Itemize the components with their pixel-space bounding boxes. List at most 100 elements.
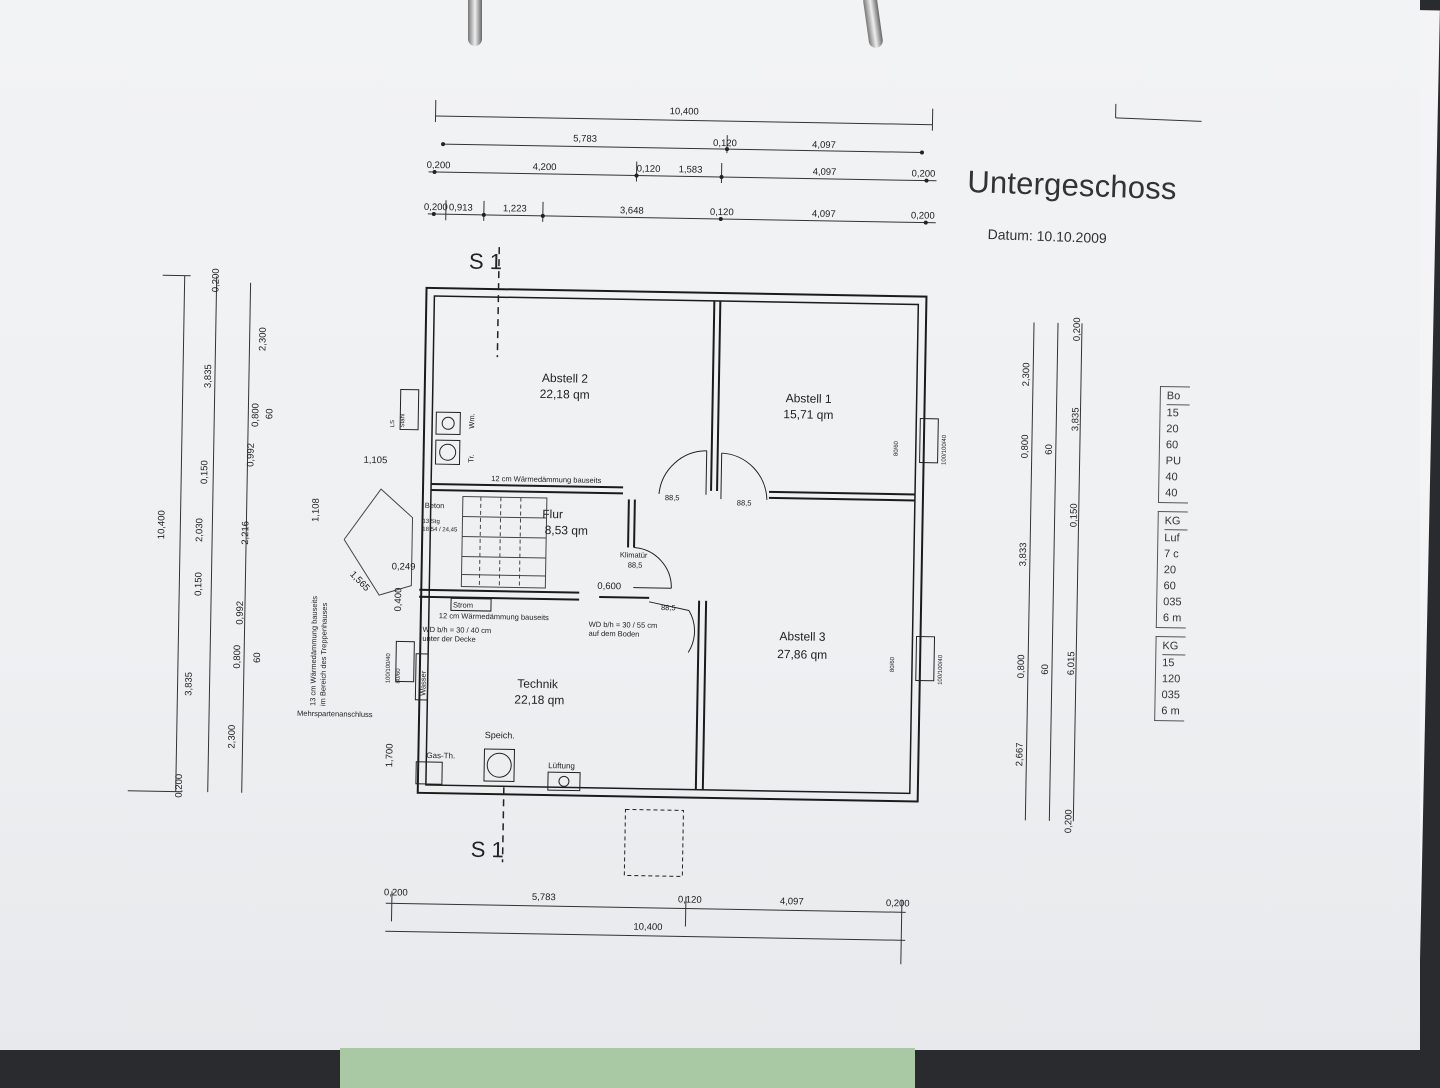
dim-right-label: 2,667: [1014, 742, 1025, 766]
note-insulation: 12 cm Wärmedämmung bauseits: [439, 611, 549, 622]
window-ls: 100/100/40: [938, 654, 945, 685]
legend-cell: 60: [1166, 437, 1189, 453]
dim-left-label: 0,800: [232, 645, 243, 669]
interior-walls: [416, 296, 918, 794]
label-wasser: Wasser: [418, 670, 427, 696]
legend-cell: 40: [1165, 485, 1188, 501]
legend-cell: KG: [1162, 638, 1185, 655]
left-dimension-lines: [128, 275, 251, 793]
dim-bottom-label: 5,783: [532, 892, 556, 903]
note-klimatur-dim: 88,5: [628, 560, 643, 569]
legend-cell: 60: [1163, 578, 1186, 594]
dim-left-label: 0,992: [245, 443, 256, 467]
legend-cell: Bo: [1167, 388, 1190, 405]
label-gas: Gas-Th.: [426, 751, 455, 761]
dim-top-label: 4,097: [813, 167, 837, 178]
dim-right-label: 0,200: [1063, 809, 1074, 833]
note-insulation: 12 cm Wärmedämmung bauseits: [491, 474, 601, 485]
legend-cell: 7 c: [1164, 546, 1187, 562]
dim-left-label: 0,150: [199, 460, 210, 484]
window-stahl: 80/60: [396, 668, 402, 684]
legend-cell: 120: [1162, 671, 1185, 687]
legend-cell: 20: [1164, 562, 1187, 578]
legend-cell: 15: [1166, 405, 1189, 421]
dim-right-label: 60: [1044, 444, 1055, 455]
legend-cell: 6 m: [1163, 610, 1186, 626]
dim-left-label: 60: [264, 408, 275, 419]
room-area: 15,71 qm: [783, 407, 833, 422]
dim-stair-label: 0,600: [597, 581, 621, 592]
dim-left-label: 0,200: [210, 268, 221, 292]
dim-top-label: 4,097: [812, 209, 836, 220]
note-stairs: 13 Stg: [422, 519, 439, 525]
dim-top-label: 0,200: [427, 160, 451, 171]
legend-block: KG 15 120 035 6 m: [1154, 636, 1185, 722]
dim-right-label: 2,300: [1021, 362, 1032, 386]
dim-left-label: 3,835: [183, 672, 194, 696]
dim-top-label: 5,783: [573, 133, 597, 144]
dim-top-label: 1,583: [679, 164, 703, 175]
note-stairs: 18,54 / 24,45: [422, 527, 458, 534]
dim-top-label: 4,200: [533, 162, 557, 173]
door-width: 88,5: [665, 493, 680, 502]
exterior-walls: [418, 288, 927, 802]
legend-cell: 035: [1161, 687, 1184, 703]
legend-cell: 6 m: [1161, 703, 1184, 719]
dim-stair-label: 1,565: [347, 569, 371, 594]
dim-left-label: 0,200: [174, 774, 185, 798]
dim-top-label: 3,648: [620, 205, 644, 216]
section-markers: S 1 S 1: [459, 249, 515, 863]
room-name: Flur: [542, 507, 563, 521]
room-name: Abstell 1: [786, 391, 833, 406]
legend-block: Bo 15 20 60 PU 40 40: [1158, 386, 1190, 504]
dim-right-label: 3,833: [1018, 542, 1029, 566]
drawing-title: Untergeschoss: [967, 164, 1178, 207]
dim-right-label: 0,200: [1072, 317, 1083, 341]
dim-top-label: 0,120: [713, 138, 737, 149]
window-ls: LS: [390, 420, 396, 427]
dim-top-label: 1,223: [503, 203, 527, 214]
dim-bottom-label: 0,200: [886, 898, 910, 909]
dim-top-label: 0,200: [911, 210, 935, 221]
dim-bottom-total: 10,400: [633, 922, 662, 934]
dim-left-label: 2,300: [257, 327, 268, 351]
dim-top-label: 0,913: [449, 202, 473, 213]
label-speicher: Speich.: [485, 730, 515, 741]
dim-stair-label: 1,108: [310, 498, 321, 522]
dim-left-label: 2,030: [194, 518, 205, 542]
legend-cell: KG: [1164, 513, 1187, 530]
section-marker-bottom: S 1: [471, 837, 504, 863]
room-name: Abstell 2: [542, 371, 589, 386]
window-stahl: 80/60: [890, 656, 896, 672]
dim-top-label: 0,200: [912, 168, 936, 179]
label-waschmaschine: Wm.: [467, 413, 476, 429]
dim-bottom-label: 4,097: [780, 896, 804, 907]
dim-right-label: 0,150: [1068, 503, 1079, 527]
legend-block: KG Luf 7 c 20 60 035 6 m: [1156, 511, 1188, 629]
door-width: 88,5: [661, 603, 676, 612]
room-area: 22,18 qm: [514, 692, 564, 707]
note-wd-decke: unter der Decke: [422, 634, 476, 644]
note-wd-boden: auf dem Boden: [588, 629, 639, 639]
legend-table: Bo 15 20 60 PU 40 40 KG Luf 7 c 20 60 03…: [1154, 386, 1190, 729]
dim-left-label: 2,300: [226, 725, 237, 749]
dim-stair-label: 0,249: [392, 561, 416, 572]
room-area: 27,86 qm: [777, 647, 827, 662]
dim-right-label: 60: [1040, 664, 1051, 675]
window-ls: 100/100/40: [386, 653, 393, 684]
legend-cell: PU: [1166, 453, 1189, 469]
room-name: Abstell 3: [779, 629, 826, 644]
legend-cell: 035: [1163, 594, 1186, 610]
dim-left-label: 0,992: [235, 601, 246, 625]
door-width: 88,5: [737, 498, 752, 507]
dim-left-label: 0,150: [193, 572, 204, 596]
dim-stair-label: 1,700: [384, 743, 395, 767]
label-mehrsparten: Mehrspartenanschluss: [297, 709, 373, 719]
window-stahl: Stahl: [400, 414, 406, 428]
section-marker-top: S 1: [469, 249, 502, 275]
dim-left-label: 60: [252, 652, 263, 663]
dim-top-label: 0,120: [710, 207, 734, 218]
right-dimension-lines: [1025, 322, 1082, 821]
dim-bottom-label: 0,120: [678, 894, 702, 905]
